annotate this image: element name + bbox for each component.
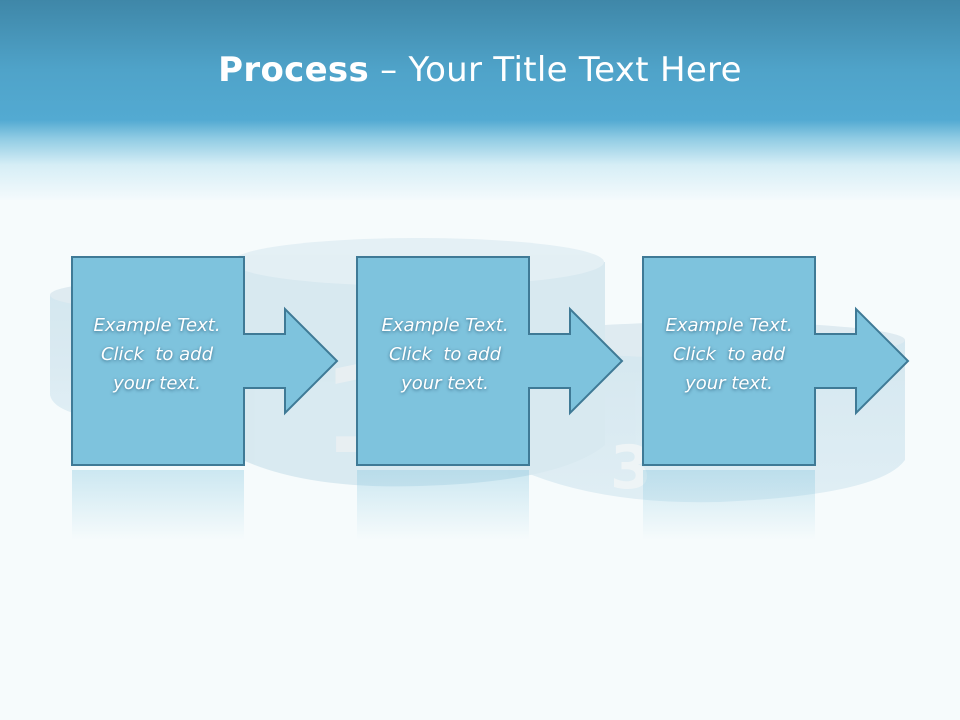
step-3-line-3: your text. [685,373,773,394]
step-3-line-2: Click to add [672,344,785,365]
step-text-1[interactable]: Example Text. Click to add your text. [71,311,243,398]
step-1-line-1: Example Text. [93,315,221,336]
step-2-line-3: your text. [401,373,489,394]
step-text-3[interactable]: Example Text. Click to add your text. [643,311,815,398]
step-1-line-3: your text. [113,373,201,394]
title-rest: – Your Title Text Here [369,50,742,90]
step-card-1[interactable] [71,256,339,466]
step-card-3[interactable] [642,256,910,466]
title-bold: Process [218,50,370,90]
slide-title[interactable]: Process – Your Title Text Here [0,50,960,90]
step-2-line-2: Click to add [388,344,501,365]
step-1-line-2: Click to add [100,344,213,365]
step-text-2[interactable]: Example Text. Click to add your text. [359,311,531,398]
step-3-line-1: Example Text. [665,315,793,336]
card-reflections [72,470,815,540]
step-card-2[interactable] [356,256,624,466]
step-2-line-1: Example Text. [381,315,509,336]
header-band [0,0,960,200]
